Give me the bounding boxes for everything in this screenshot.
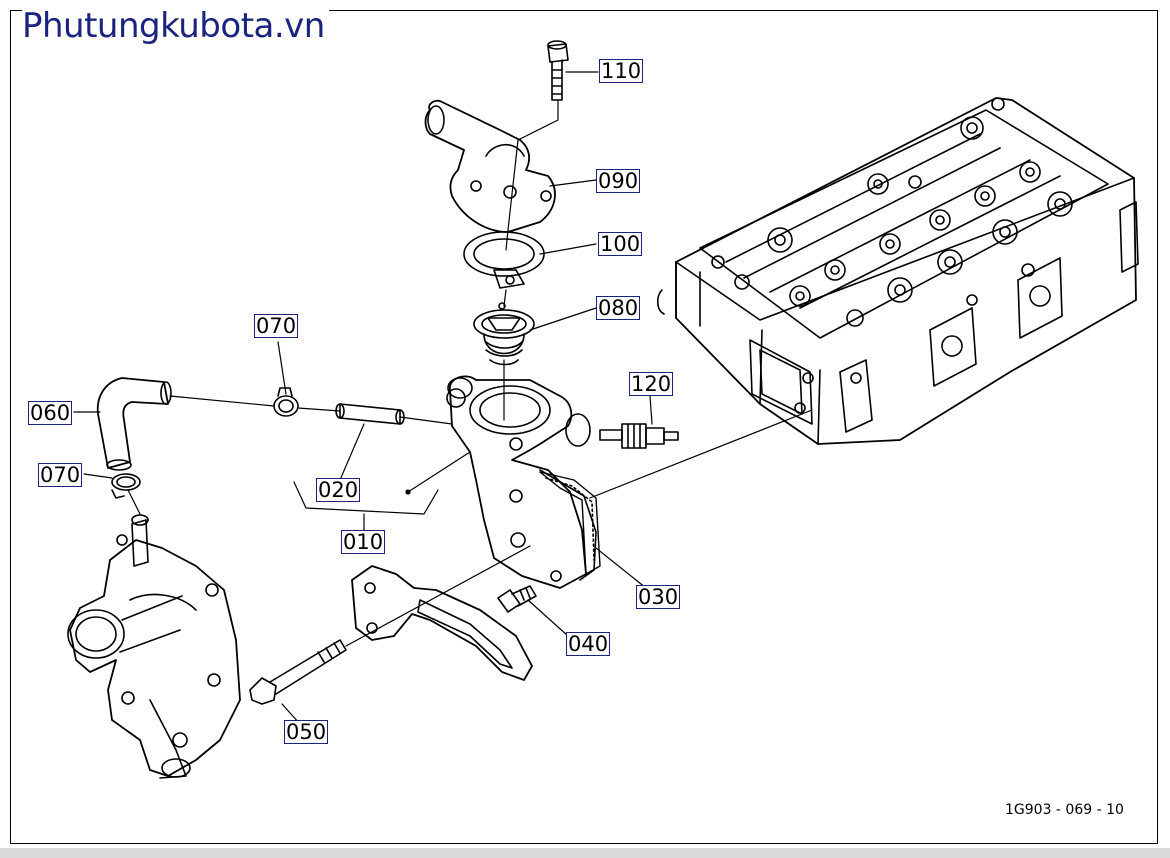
callout-100[interactable]: 100 <box>598 232 643 256</box>
thermostat-housing <box>446 375 597 589</box>
callout-060[interactable]: 060 <box>28 401 73 425</box>
callout-070-upper[interactable]: 070 <box>254 314 299 338</box>
bottom-strip <box>0 848 1170 858</box>
callout-050[interactable]: 050 <box>284 720 329 744</box>
callout-120[interactable]: 120 <box>629 372 674 396</box>
thermostat-cover <box>424 99 556 233</box>
hose-060 <box>96 377 172 471</box>
callout-020[interactable]: 020 <box>316 478 361 502</box>
brand-title: Phutungkubota.vn <box>22 4 329 48</box>
water-pump <box>67 514 241 779</box>
gasket-100 <box>463 231 545 289</box>
bolt-040 <box>497 585 537 613</box>
bolt-110 <box>547 40 569 101</box>
drawing-code: 1G903 - 069 - 10 <box>1005 802 1124 818</box>
clamp-070-lower <box>111 473 141 499</box>
callout-040[interactable]: 040 <box>566 632 611 656</box>
sensor-120 <box>599 423 679 449</box>
gasket-030 <box>539 471 601 575</box>
drawing-frame <box>10 10 1158 844</box>
callout-070-lower[interactable]: 070 <box>38 463 83 487</box>
pipe-020 <box>335 403 405 425</box>
callout-080[interactable]: 080 <box>596 296 641 320</box>
leader-lines <box>73 71 813 725</box>
cylinder-head <box>656 97 1139 445</box>
callout-090[interactable]: 090 <box>596 169 641 193</box>
callout-030[interactable]: 030 <box>636 585 681 609</box>
callout-010[interactable]: 010 <box>341 530 386 554</box>
bolt-050 <box>249 639 347 705</box>
callout-110[interactable]: 110 <box>599 59 644 83</box>
bracket <box>351 565 533 681</box>
thermostat-080 <box>473 302 535 366</box>
